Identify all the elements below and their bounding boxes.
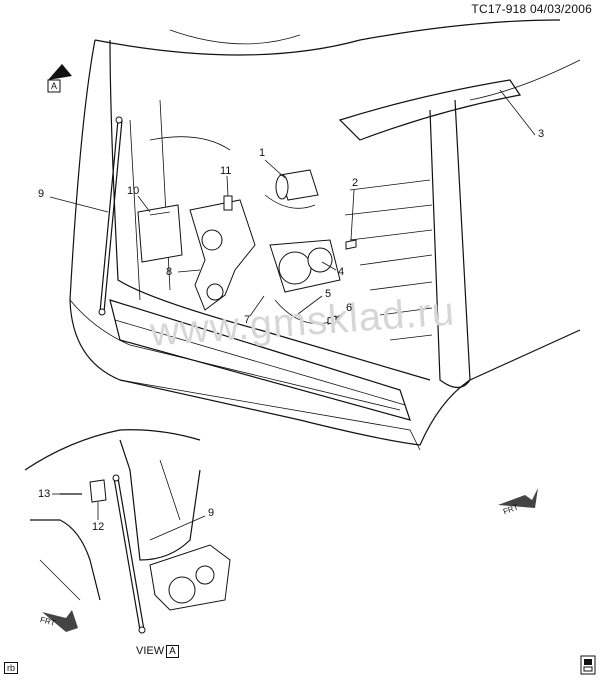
diagram-header: TC17-918 04/03/2006 bbox=[471, 2, 592, 16]
callout-6: 6 bbox=[346, 302, 353, 314]
callout-4: 4 bbox=[338, 266, 345, 278]
callout-9: 9 bbox=[38, 188, 45, 200]
callout-1: 1 bbox=[259, 147, 266, 159]
diagram-code: TC17-918 bbox=[471, 2, 527, 16]
callout-2: 2 bbox=[352, 177, 359, 189]
callout-9-inset: 9 bbox=[208, 507, 215, 519]
view-label-text: VIEW bbox=[136, 645, 165, 657]
view-label-ref: A bbox=[166, 645, 179, 658]
diagram-date: 04/03/2006 bbox=[529, 2, 592, 16]
callout-3: 3 bbox=[538, 128, 545, 140]
callout-10: 10 bbox=[127, 185, 140, 197]
callout-13: 13 bbox=[38, 488, 51, 500]
callout-5: 5 bbox=[325, 288, 332, 300]
callout-8: 8 bbox=[166, 266, 173, 278]
callout-7: 7 bbox=[244, 314, 251, 326]
callout-11: 11 bbox=[220, 165, 232, 177]
corner-badge-icon bbox=[580, 655, 596, 675]
callout-12: 12 bbox=[92, 521, 105, 533]
view-arrow-letter: A bbox=[51, 81, 58, 91]
corner-tag: rb bbox=[4, 662, 19, 674]
